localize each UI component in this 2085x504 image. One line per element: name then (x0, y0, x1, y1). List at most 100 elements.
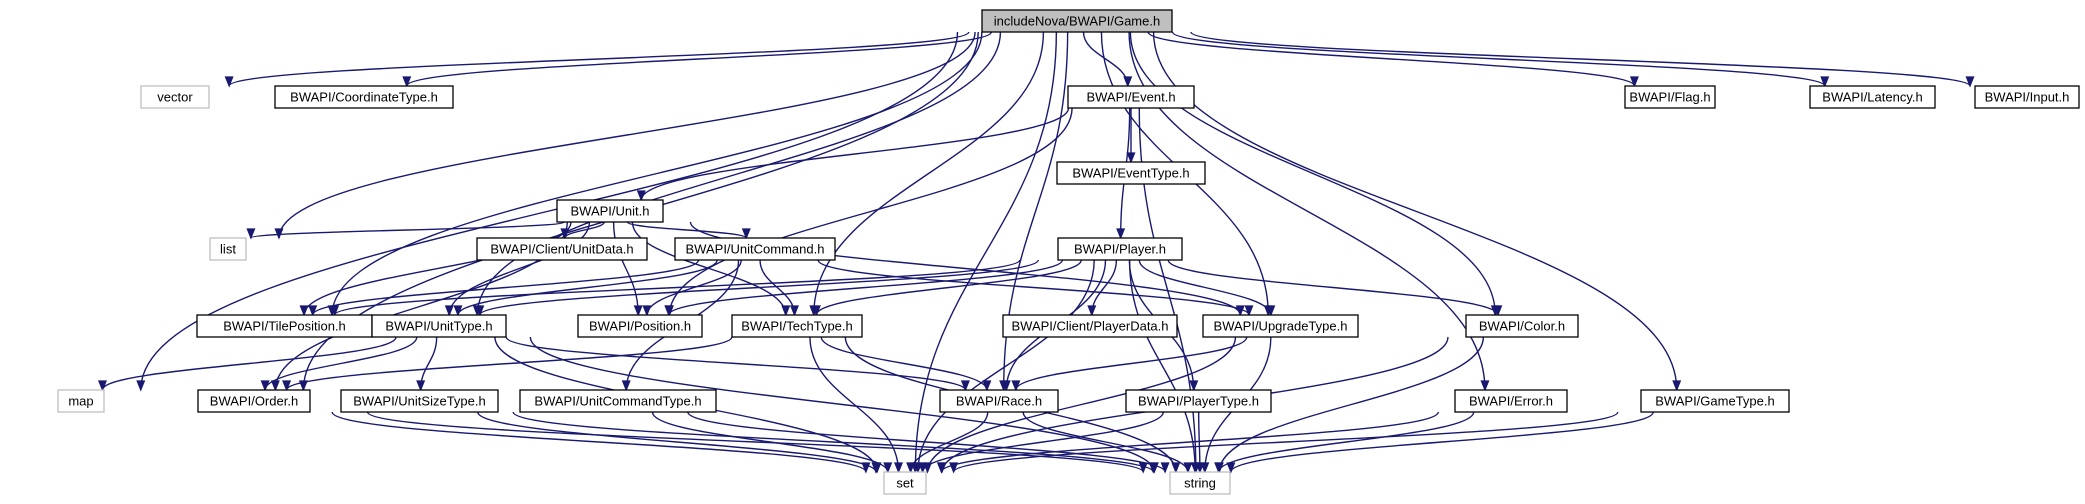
edge-unit-to-list (246, 221, 565, 240)
arrowhead (1226, 462, 1236, 474)
node-label: BWAPI/Latency.h (1822, 90, 1922, 105)
edge-player-to-tileposition (330, 259, 1021, 317)
edge-player-to-position (664, 259, 1064, 317)
node-position[interactable]: BWAPI/Position.h (577, 314, 703, 338)
edge-game-to-coordtype (402, 31, 993, 88)
node-latency[interactable]: BWAPI/Latency.h (1809, 85, 1936, 109)
edge-player-to-techtype (811, 259, 1082, 317)
edge-line (101, 336, 397, 391)
edge-unit-to-unittype (444, 221, 591, 317)
arrowhead (1123, 76, 1133, 88)
edge-event-to-position (664, 107, 1073, 317)
edge-unitcommand-to-upgradetype (817, 259, 1254, 317)
edge-unit-to-unitcommand (626, 221, 751, 240)
node-label: BWAPI/Unit.h (571, 204, 650, 219)
arrowhead (1087, 305, 1097, 317)
edge-line (668, 107, 1073, 316)
node-label: includeNova/BWAPI/Game.h (994, 14, 1160, 29)
node-label: set (896, 476, 914, 491)
arrowhead (894, 462, 904, 474)
arrowhead (97, 380, 107, 392)
arrowhead (246, 228, 256, 240)
edge-line (640, 107, 1070, 201)
arrowhead (1195, 462, 1205, 474)
edge-line (1022, 411, 1189, 473)
edge-line (1129, 31, 1496, 316)
edge-unittype-to-race (505, 336, 970, 392)
node-unittype[interactable]: BWAPI/UnitType.h (371, 314, 507, 338)
node-color[interactable]: BWAPI/Color.h (1465, 314, 1579, 338)
node-race[interactable]: BWAPI/Race.h (939, 389, 1059, 413)
node-input[interactable]: BWAPI/Input.h (1974, 85, 2080, 109)
node-game[interactable]: includeNova/BWAPI/Game.h (981, 9, 1173, 33)
edge-line (505, 336, 967, 391)
node-gametype[interactable]: BWAPI/GameType.h (1640, 389, 1790, 413)
edge-line (813, 31, 1045, 316)
node-unitcommandtype[interactable]: BWAPI/UnitCommandType.h (519, 389, 717, 413)
arrowhead (642, 305, 652, 317)
arrowhead (282, 380, 292, 392)
arrowhead (1672, 380, 1682, 392)
edge-line (479, 259, 1039, 316)
arrowhead (1266, 305, 1276, 317)
node-unitsizetype[interactable]: BWAPI/UnitSizeType.h (340, 389, 499, 413)
arrowhead (270, 380, 280, 392)
node-label: BWAPI/UnitCommand.h (686, 242, 825, 257)
node-playerdata[interactable]: BWAPI/Client/PlayerData.h (1002, 314, 1178, 338)
node-playertype[interactable]: BWAPI/PlayerType.h (1125, 389, 1272, 413)
arrowhead (918, 462, 928, 474)
edge-unitcommandtype-to-string (687, 411, 1170, 474)
edge-order-to-set (331, 411, 871, 474)
edge-techtype-to-set (809, 336, 904, 474)
arrowhead (811, 305, 821, 317)
arrowhead (1189, 380, 1199, 392)
arrowhead (224, 76, 234, 88)
node-unitcommand[interactable]: BWAPI/UnitCommand.h (674, 237, 836, 261)
node-label: BWAPI/UnitSizeType.h (353, 394, 485, 409)
node-event[interactable]: BWAPI/Event.h (1067, 85, 1195, 109)
edge-event-to-unit (636, 107, 1070, 202)
arrowhead (871, 462, 881, 474)
edge-line (809, 336, 900, 473)
arrowhead (453, 305, 463, 317)
edge-line (1230, 411, 1654, 473)
edge-line (1167, 259, 1499, 316)
node-order[interactable]: BWAPI/Order.h (197, 389, 311, 413)
node-coordtype[interactable]: BWAPI/CoordinateType.h (274, 85, 454, 109)
arrowhead (274, 228, 284, 240)
node-box (1067, 85, 1195, 109)
edge-line (1218, 336, 1485, 473)
node-box (57, 389, 105, 413)
node-flag[interactable]: BWAPI/Flag.h (1624, 85, 1716, 109)
node-box (1454, 389, 1568, 413)
node-player[interactable]: BWAPI/Player.h (1057, 237, 1183, 261)
edge-line (264, 336, 418, 391)
node-upgradetype[interactable]: BWAPI/UpgradeType.h (1202, 314, 1359, 338)
edge-unit-to-tileposition (299, 221, 572, 317)
node-label: BWAPI/Client/PlayerData.h (1011, 319, 1168, 334)
node-tileposition[interactable]: BWAPI/TilePosition.h (196, 314, 373, 338)
node-box (577, 314, 703, 338)
arrowhead (1011, 380, 1021, 392)
arrowhead (949, 462, 959, 474)
edge-unit-to-upgradetype (689, 221, 1245, 317)
arrowhead (1001, 380, 1011, 392)
node-error[interactable]: BWAPI/Error.h (1454, 389, 1568, 413)
edge-unitcommand-to-techtype (759, 259, 799, 317)
node-box (1002, 314, 1178, 338)
edge-line (476, 31, 1002, 316)
node-unit[interactable]: BWAPI/Unit.h (556, 199, 664, 223)
edge-line (917, 259, 1095, 473)
edge-line (926, 336, 1237, 473)
node-unitdata[interactable]: BWAPI/Client/UnitData.h (476, 237, 648, 261)
node-set: set (883, 471, 927, 495)
edge-line (820, 336, 988, 391)
node-box (197, 389, 311, 413)
edge-line (278, 31, 976, 239)
arrowhead (444, 305, 454, 317)
node-eventtype[interactable]: BWAPI/EventType.h (1056, 161, 1206, 185)
node-label: BWAPI/TilePosition.h (223, 319, 346, 334)
node-techtype[interactable]: BWAPI/TechType.h (731, 314, 863, 338)
node-label: BWAPI/Race.h (956, 394, 1042, 409)
